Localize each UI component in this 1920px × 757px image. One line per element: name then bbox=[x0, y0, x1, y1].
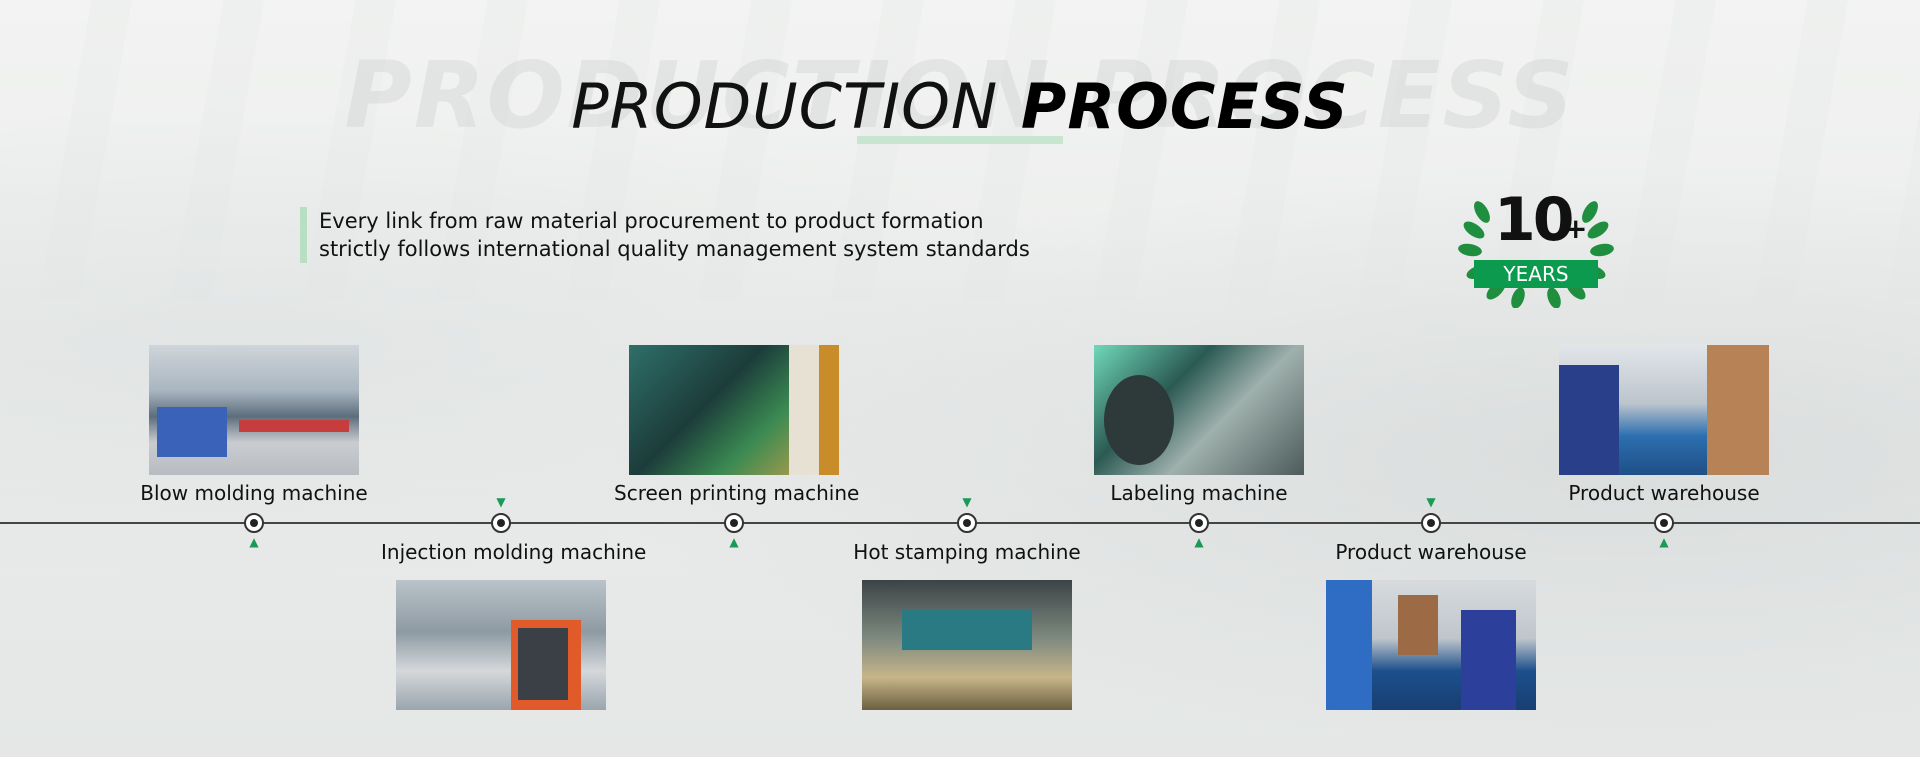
step-product-warehouse-2: Product warehouse bbox=[1544, 345, 1784, 505]
timeline-node bbox=[957, 513, 977, 533]
step-hot-stamping: Hot stamping machine bbox=[847, 540, 1087, 710]
chevron-down-icon: ▼ bbox=[496, 495, 506, 509]
page-title: PRODUCTION PROCESS bbox=[0, 70, 1920, 143]
intro-text: Every link from raw material procurement… bbox=[300, 207, 1030, 263]
chevron-up-icon: ▲ bbox=[249, 535, 259, 549]
warehouse-photo bbox=[1326, 580, 1536, 710]
step-blow-molding: Blow molding machine bbox=[134, 345, 374, 505]
step-product-warehouse-1: Product warehouse bbox=[1311, 540, 1551, 710]
badge-plus: + bbox=[1564, 212, 1588, 245]
chevron-down-icon: ▼ bbox=[1426, 495, 1436, 509]
step-injection-molding: Injection molding machine bbox=[381, 540, 647, 710]
step-label: Blow molding machine bbox=[140, 481, 368, 505]
step-screen-printing: Screen printing machine bbox=[614, 345, 860, 505]
injection-molding-photo bbox=[396, 580, 606, 710]
labeling-photo bbox=[1094, 345, 1304, 475]
title-underline bbox=[857, 136, 1063, 144]
step-label: Hot stamping machine bbox=[853, 540, 1081, 564]
timeline-node bbox=[724, 513, 744, 533]
hot-stamping-photo bbox=[862, 580, 1072, 710]
warehouse-photo bbox=[1559, 345, 1769, 475]
step-label: Product warehouse bbox=[1335, 540, 1527, 564]
chevron-up-icon: ▲ bbox=[1194, 535, 1204, 549]
background-watermark-title: PRODUCTION PROCESS bbox=[344, 42, 1576, 149]
title-bold-part: PROCESS bbox=[1020, 70, 1349, 143]
blow-molding-photo bbox=[149, 345, 359, 475]
badge-ribbon: YEARS bbox=[1474, 260, 1598, 288]
step-label: Injection molding machine bbox=[381, 540, 647, 564]
badge-number: 10 bbox=[1494, 185, 1574, 255]
screen-printing-photo bbox=[629, 345, 839, 475]
step-label: Screen printing machine bbox=[614, 481, 860, 505]
intro-line-2: strictly follows international quality m… bbox=[319, 237, 1030, 261]
years-badge: 10 + YEARS bbox=[1452, 182, 1620, 309]
timeline-node bbox=[1421, 513, 1441, 533]
chevron-up-icon: ▲ bbox=[729, 535, 739, 549]
step-labeling: Labeling machine bbox=[1079, 345, 1319, 505]
chevron-down-icon: ▼ bbox=[962, 495, 972, 509]
step-label: Product warehouse bbox=[1568, 481, 1760, 505]
step-label: Labeling machine bbox=[1110, 481, 1288, 505]
chevron-up-icon: ▲ bbox=[1659, 535, 1669, 549]
timeline-node bbox=[1654, 513, 1674, 533]
timeline-node bbox=[1189, 513, 1209, 533]
title-light-part: PRODUCTION bbox=[571, 70, 999, 143]
intro-line-1: Every link from raw material procurement… bbox=[319, 209, 984, 233]
timeline-node bbox=[491, 513, 511, 533]
timeline-node bbox=[244, 513, 264, 533]
